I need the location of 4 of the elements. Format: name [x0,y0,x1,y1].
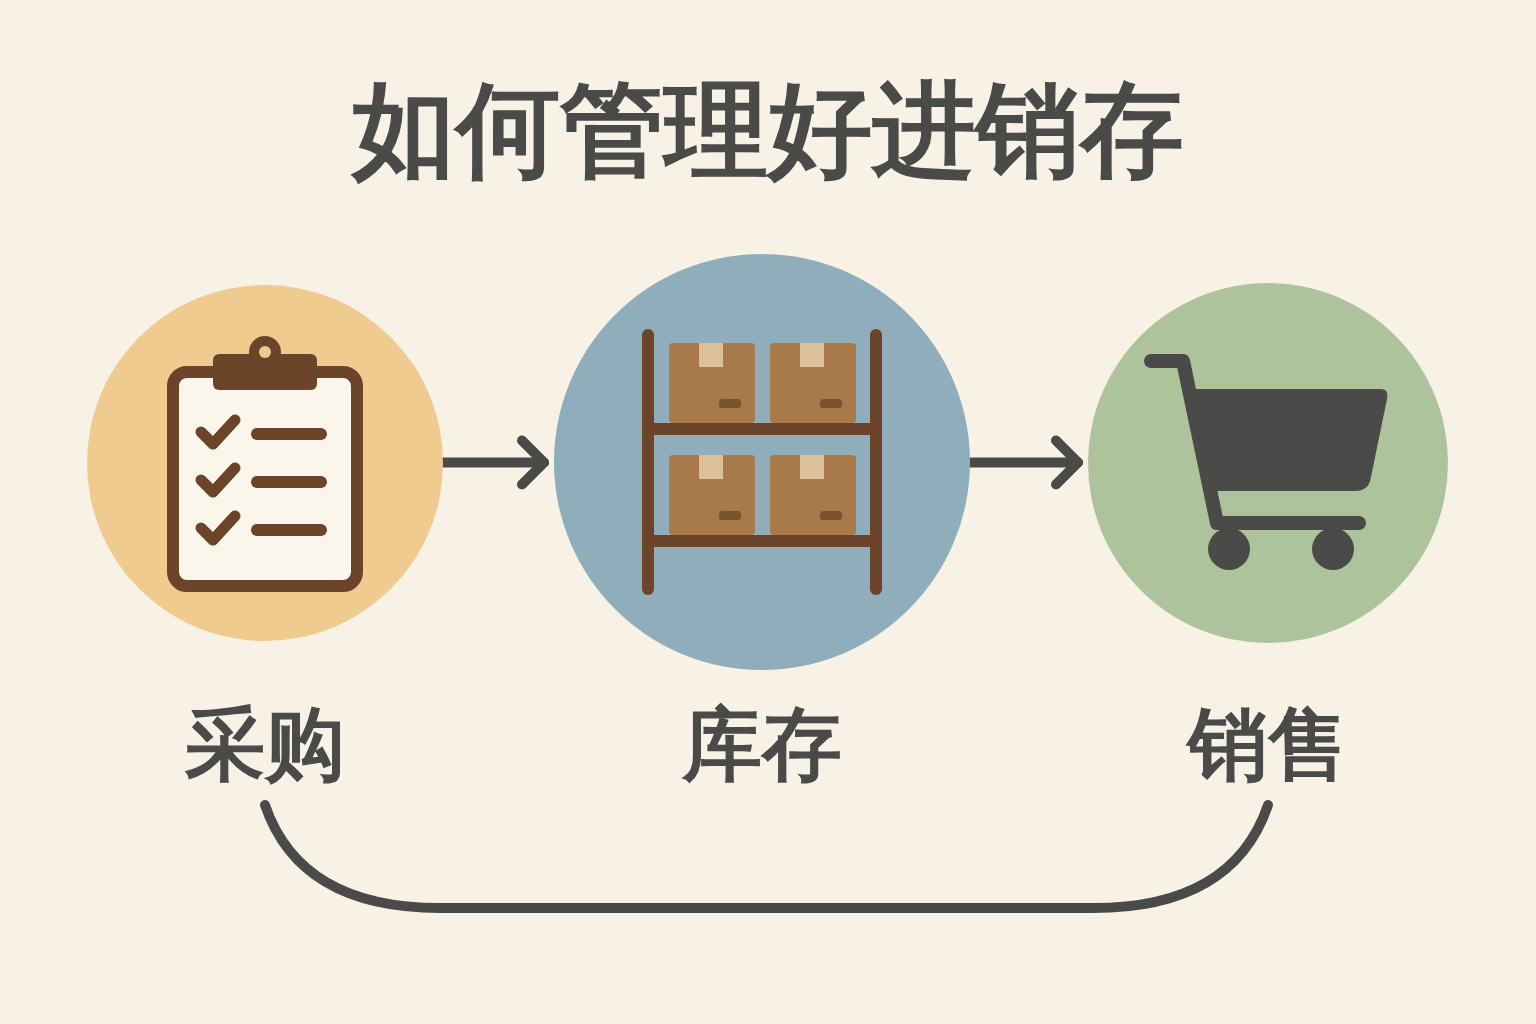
connector-line [260,800,1273,913]
node-label: 库存 [682,700,842,790]
title: 如何管理好进销存 [349,68,1185,192]
node-label: 采购 [185,700,345,790]
